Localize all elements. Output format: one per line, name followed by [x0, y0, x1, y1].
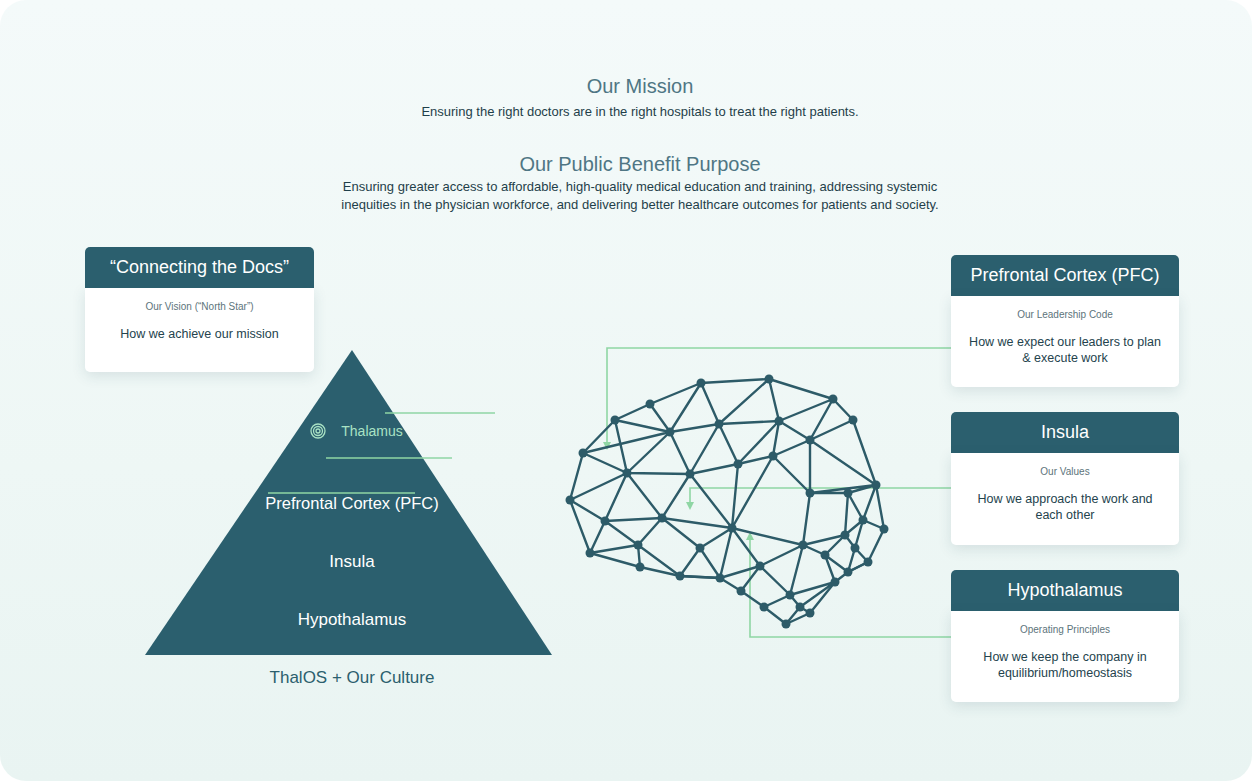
info-card: “Connecting the Docs” Our Vision (“North … — [85, 247, 314, 372]
card-description: How we achieve our mission — [99, 326, 300, 342]
card-description: How we expect our leaders to plan & exec… — [965, 334, 1165, 366]
info-card: InsulaOur ValuesHow we approach the work… — [951, 412, 1179, 545]
tier-label: Hypothalamus — [298, 610, 407, 630]
card-body: Our Leadership CodeHow we expect our lea… — [951, 296, 1179, 387]
card-description: How we keep the company in equilibrium/h… — [965, 649, 1165, 681]
card-body: Our Vision (“North Star”) How we achieve … — [85, 288, 314, 372]
card-body: Operating PrinciplesHow we keep the comp… — [951, 611, 1179, 702]
card-title: Insula — [1041, 422, 1089, 443]
card-title: Prefrontal Cortex (PFC) — [970, 265, 1159, 286]
card-header: Prefrontal Cortex (PFC) — [951, 255, 1179, 296]
card-subtitle: Operating Principles — [965, 623, 1165, 636]
section-heading: Our Public Benefit Purpose — [340, 152, 940, 177]
logo-text: Thalamus — [341, 421, 402, 441]
card-subtitle: Our Vision (“North Star”) — [99, 300, 300, 313]
card-body: Our ValuesHow we approach the work and e… — [951, 453, 1179, 545]
card-header: “Connecting the Docs” — [85, 247, 314, 288]
info-card: HypothalamusOperating PrinciplesHow we k… — [951, 570, 1179, 702]
card-subtitle: Our Leadership Code — [965, 308, 1165, 321]
card-title: “Connecting the Docs” — [110, 257, 289, 278]
pyramid-caption: ThalOS + Our Culture — [202, 667, 502, 689]
card-title: Hypothalamus — [1007, 580, 1122, 601]
tier-label: Prefrontal Cortex (PFC) — [265, 493, 438, 513]
mission-text: Ensuring the right doctors are in the ri… — [260, 103, 1020, 120]
pyramid-shape: ThalamusPrefrontal Cortex (PFC) InsulaHyp… — [145, 350, 552, 655]
card-description: How we approach the work and each other — [965, 491, 1165, 523]
card-header: Insula — [951, 412, 1179, 453]
card-header: Hypothalamus — [951, 570, 1179, 611]
purpose-text: Ensuring greater access to affordable, h… — [334, 178, 946, 213]
tier-label: Insula — [329, 552, 374, 572]
section-heading: Our Mission — [340, 74, 940, 99]
info-card: Prefrontal Cortex (PFC) Our Leadership Co… — [951, 255, 1179, 387]
card-subtitle: Our Values — [965, 465, 1165, 478]
